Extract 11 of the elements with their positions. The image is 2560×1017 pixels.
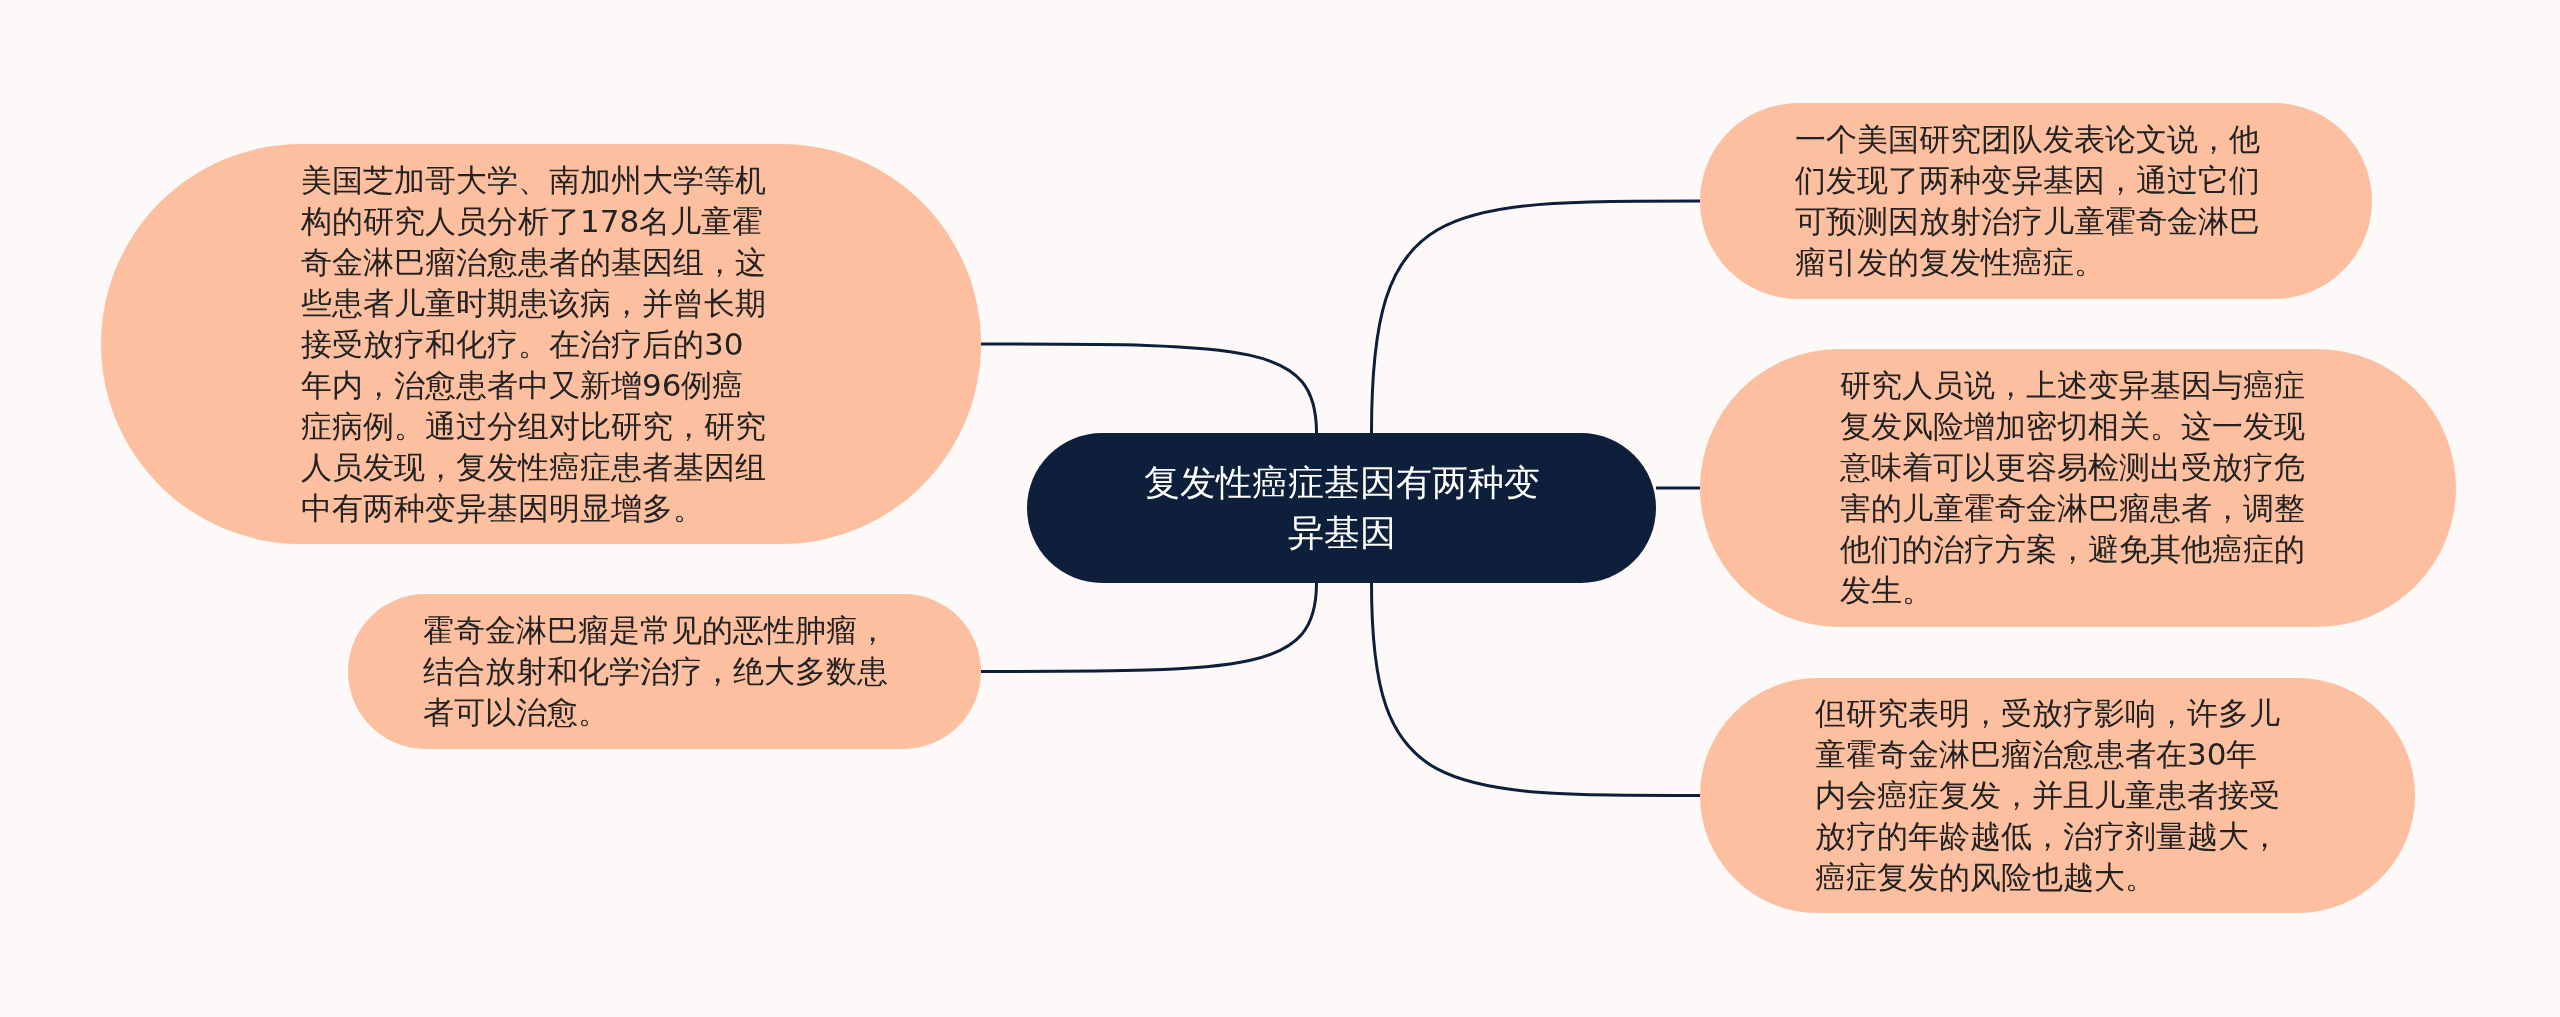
connector-line bbox=[1370, 582, 1700, 797]
note-text: 美国芝加哥大学、南加州大学等机构的研究人员分析了178名儿童霍奇金淋巴瘤治愈患者的基因组，这些患者儿童时期患该病，并曾长期接受放疗和化疗。在治疗后的30年内，治愈患者中又新增96例癌症病例。通过分组对比研究，研究人员发现，复发性癌症患者基因组中有两种变异基因明显增多。 bbox=[301, 160, 767, 528]
note-text: 但研究表明，受放疗影响，许多儿童霍奇金淋巴瘤治愈患者在30年内会癌症复发，并且儿童患者接受放疗的年龄越低，治疗剂量越大，癌症复发的风险也越大。 bbox=[1815, 694, 2281, 897]
connector-line bbox=[981, 582, 1318, 673]
note-text: 霍奇金淋巴瘤是常见的恶性肿瘤，结合放射和化学治疗，绝大多数患者可以治愈。 bbox=[423, 611, 889, 732]
connector-line bbox=[1656, 486, 1700, 490]
note-text: 一个美国研究团队发表论文说，他们发现了两种变异基因，通过它们可预测因放射治疗儿童霍奇金淋巴瘤引发的复发性癌症。 bbox=[1795, 120, 2261, 282]
topic-text: 复发性癌症基因有两种变异基因 bbox=[1143, 461, 1541, 555]
note-text: 研究人员说，上述变异基因与癌症复发风险增加密切相关。这一发现意味着可以更容易检测出受放疗危害的儿童霍奇金淋巴瘤患者，调整他们的治疗方案，避免其他癌症的发生。 bbox=[1840, 366, 2306, 610]
connector-line bbox=[981, 342, 1318, 434]
connector-line bbox=[1370, 199, 1700, 434]
